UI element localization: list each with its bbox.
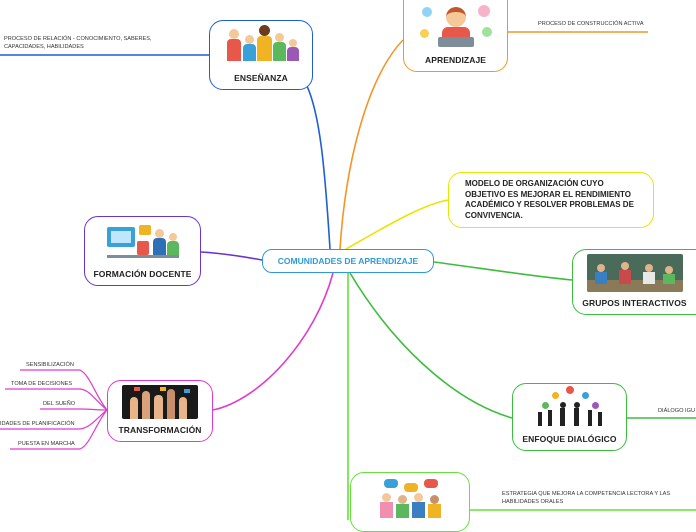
connector-ensenanza — [304, 81, 331, 250]
aprendizaje-note[interactable]: PROCESO DE CONSTRUCCIÓN ACTIVA — [538, 21, 644, 27]
topic-transformacion[interactable]: TRANSFORMACIÓN — [107, 380, 213, 442]
modelo-line3: ACADÉMICO Y RESOLVER PROBLEMAS DE — [465, 200, 634, 210]
modelo-line1: MODELO DE ORGANIZACIÓN CUYO — [465, 179, 604, 188]
topic-aprendizaje[interactable]: APRENDIZAJE — [403, 0, 508, 72]
transformacion-item-4[interactable]: IDADES DE PLANIFICACIÓN — [0, 421, 75, 427]
topic-modelo-organizacion[interactable]: MODELO DE ORGANIZACIÓN CUYO OBJETIVO ES … — [448, 172, 654, 228]
connector-transformacion — [212, 272, 334, 411]
transformacion-item-1[interactable]: SENSIBILIZACIÓN — [26, 362, 74, 368]
topic-formacion-docente[interactable]: FORMACIÓN DOCENTE — [84, 216, 201, 286]
connector-aprendizaje — [339, 39, 404, 250]
ensenanza-note-line1: PROCESO DE RELACIÓN - CONOCIMIENTO, SABE… — [4, 36, 152, 42]
topic-ensenanza-label: ENSEÑANZA — [234, 73, 288, 83]
classroom-photo-icon — [586, 254, 683, 292]
topic-lectura[interactable] — [350, 472, 470, 532]
mindmap-connectors — [0, 31, 696, 520]
topic-enfoque-dialogico-label: ENFOQUE DIALÓGICO — [522, 434, 617, 444]
lectura-note[interactable]: ESTRATEGIA QUE MEJORA LA COMPETENCIA LEC… — [502, 491, 670, 506]
topic-aprendizaje-label: APRENDIZAJE — [424, 55, 487, 65]
connector-enfoque — [349, 272, 513, 419]
lectura-note-line1: ESTRATEGIA QUE MEJORA LA COMPETENCIA LEC… — [502, 491, 671, 497]
connector-formacion — [200, 251, 263, 261]
connector-grupos — [433, 261, 573, 281]
topic-ensenanza[interactable]: ENSEÑANZA — [209, 20, 313, 90]
speech-bubbles-group-icon — [370, 479, 450, 519]
topic-grupos-interactivos[interactable]: GRUPOS INTERACTIVOS — [572, 249, 696, 315]
people-network-icon — [530, 386, 610, 428]
enfoque-note[interactable]: DIÁLOGO IGU — [658, 408, 695, 414]
modelo-line2: OBJETIVO ES MEJORAR EL RENDIMIENTO — [465, 189, 631, 199]
office-workers-icon — [103, 221, 183, 263]
ensenanza-note-line2: CAPACIDADES, HABILIDADES — [4, 43, 84, 50]
raised-hands-icon — [122, 385, 198, 419]
family-people-icon — [221, 25, 301, 67]
topic-grupos-interactivos-label: GRUPOS INTERACTIVOS — [582, 298, 687, 308]
transformacion-item-2[interactable]: TOMA DE DECISIONES — [11, 381, 73, 387]
lectura-note-line2: HABILIDADES ORALES — [502, 498, 564, 505]
topic-formacion-docente-label: FORMACIÓN DOCENTE — [93, 269, 192, 279]
transformacion-item-3[interactable]: DEL SUEÑO — [43, 401, 76, 407]
modelo-line4: CONVIVENCIA. — [465, 210, 523, 220]
ensenanza-note[interactable]: PROCESO DE RELACIÓN - CONOCIMIENTO, SABE… — [4, 36, 152, 51]
connector-modelo — [345, 199, 449, 250]
central-topic[interactable]: COMUNIDADES DE APRENDIZAJE — [262, 249, 434, 273]
child-laptop-icon — [416, 1, 496, 49]
transformacion-item-5[interactable]: PUESTA EN MARCHA — [18, 441, 75, 447]
topic-enfoque-dialogico[interactable]: ENFOQUE DIALÓGICO — [512, 383, 627, 451]
central-topic-label: COMUNIDADES DE APRENDIZAJE — [277, 256, 419, 266]
topic-transformacion-label: TRANSFORMACIÓN — [118, 425, 202, 435]
connector-transformacion-items — [0, 369, 108, 450]
